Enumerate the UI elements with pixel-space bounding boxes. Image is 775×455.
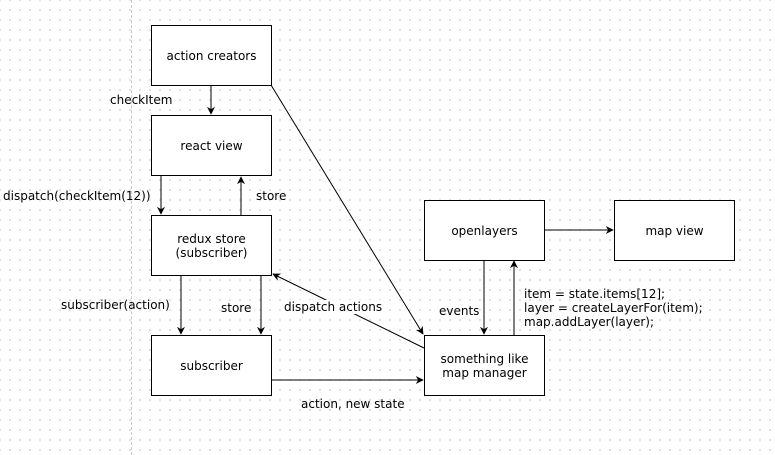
node-map-manager: something like map manager (424, 335, 545, 396)
node-redux-store: redux store (subscriber) (151, 215, 272, 276)
node-map-view: map view (614, 200, 735, 261)
edge-action-creators-to-map-manager (270, 84, 424, 335)
label-layer-code: item = state.items[12]; layer = createLa… (524, 287, 703, 329)
label-store-down: store (221, 301, 252, 315)
node-subscriber: subscriber (151, 335, 272, 396)
node-action-creators: action creators (151, 25, 272, 86)
label-dispatch-check-item: dispatch(checkItem(12)) (3, 189, 151, 203)
label-dispatch-actions: dispatch actions (284, 300, 383, 314)
node-react-view: react view (151, 115, 272, 176)
label-check-item: checkItem (110, 93, 173, 107)
vertical-guide-line (131, 0, 132, 455)
label-events: events (439, 304, 480, 318)
label-subscriber-action: subscriber(action) (61, 298, 170, 312)
label-store-up: store (256, 189, 287, 203)
node-openlayers: openlayers (424, 200, 545, 261)
label-action-new-state: action, new state (301, 397, 405, 411)
